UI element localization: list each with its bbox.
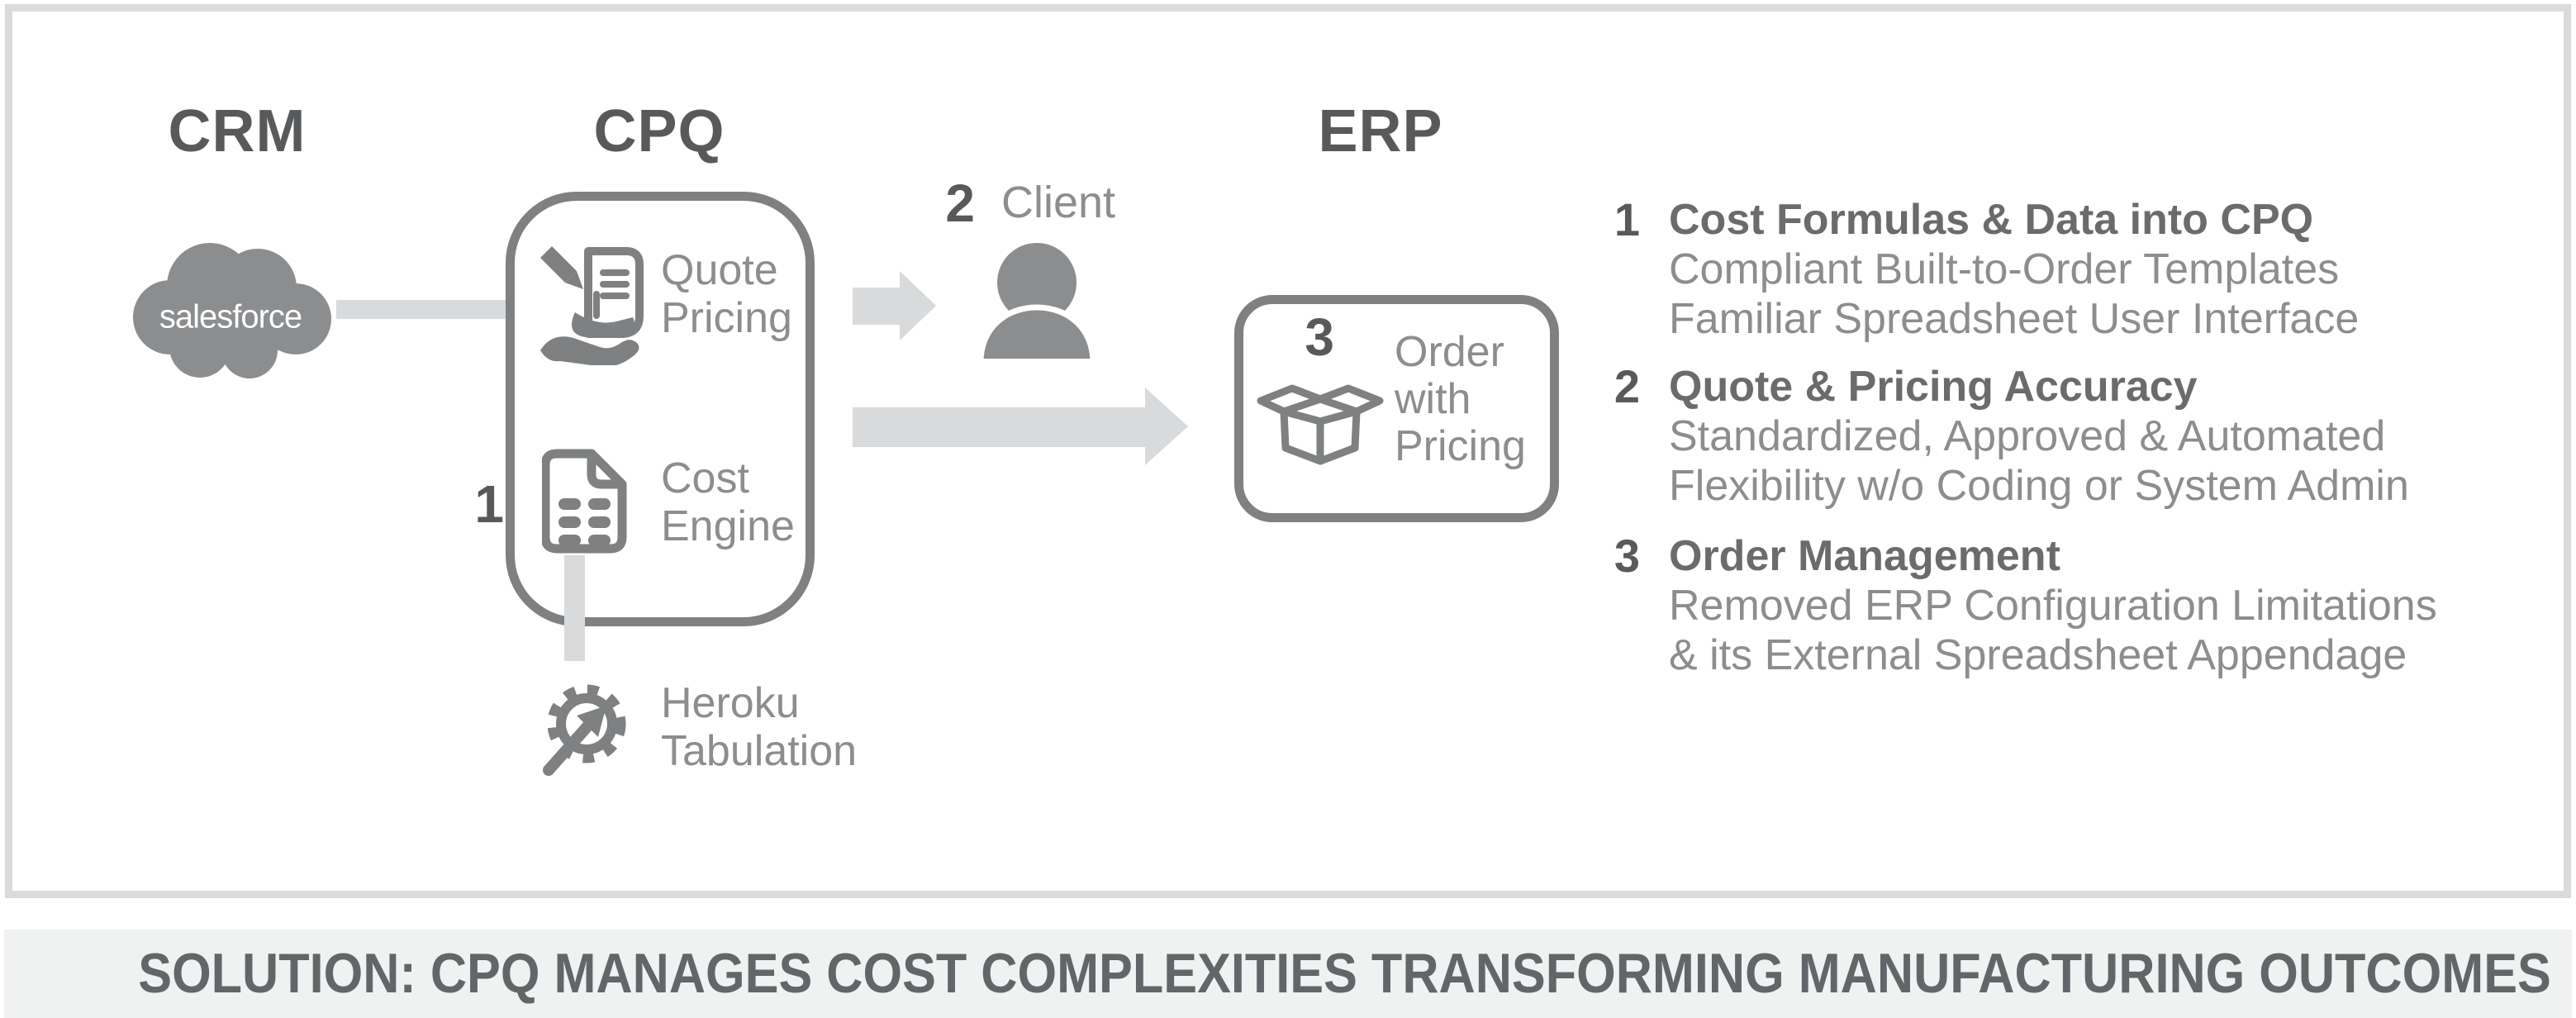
cost-engine-icon bbox=[542, 449, 627, 554]
crm-heading: CRM bbox=[168, 98, 307, 164]
benefit-3-line1: Removed ERP Configuration Limitations bbox=[1669, 582, 2437, 630]
cpq-to-client-arrow bbox=[853, 288, 900, 325]
benefit-1-line1: Compliant Built-to-Order Templates bbox=[1669, 245, 2340, 293]
salesforce-logo-text: salesforce bbox=[159, 299, 302, 335]
client-label: Client bbox=[1001, 178, 1116, 227]
order-line2: with bbox=[1395, 375, 1471, 423]
benefit-3-title: Order Management bbox=[1669, 532, 2060, 580]
solution-banner-text: SOLUTION: CPQ MANAGES COST COMPLEXITIES … bbox=[138, 942, 2551, 1005]
benefit-2-number: 2 bbox=[1614, 360, 1640, 412]
order-line3: Pricing bbox=[1395, 422, 1526, 470]
order-line1: Order bbox=[1395, 328, 1504, 376]
benefit-2-line1: Standardized, Approved & Automated bbox=[1669, 412, 2386, 460]
benefit-2-title: Quote & Pricing Accuracy bbox=[1669, 363, 2198, 411]
heroku-tabulation-icon bbox=[543, 684, 626, 776]
client-person-icon bbox=[976, 243, 1098, 362]
benefit-2-line2: Flexibility w/o Coding or System Admin bbox=[1669, 462, 2409, 510]
benefit-2: Quote & Pricing Accuracy Standardized, A… bbox=[1669, 362, 2409, 511]
solution-banner: SOLUTION: CPQ MANAGES COST COMPLEXITIES … bbox=[4, 930, 2572, 1018]
benefit-1-number: 1 bbox=[1614, 193, 1640, 245]
benefit-3: Order Management Removed ERP Configurati… bbox=[1669, 531, 2437, 680]
crm-to-cpq-connector bbox=[336, 300, 508, 319]
cost-engine-line2: Engine bbox=[661, 502, 795, 550]
erp-heading: ERP bbox=[1318, 98, 1443, 164]
cpq-heading: CPQ bbox=[593, 98, 725, 164]
order-box-icon bbox=[1257, 384, 1384, 465]
benefit-1-title: Cost Formulas & Data into CPQ bbox=[1669, 196, 2314, 244]
cpq-to-erp-arrowhead bbox=[1145, 388, 1188, 465]
step-3-number: 3 bbox=[1305, 307, 1334, 367]
benefit-1: Cost Formulas & Data into CPQ Compliant … bbox=[1669, 195, 2359, 344]
benefit-3-line2: & its External Spreadsheet Appendage bbox=[1669, 631, 2407, 679]
quote-pricing-line2: Pricing bbox=[661, 294, 792, 342]
step-2-number: 2 bbox=[945, 174, 975, 233]
benefit-3-number: 3 bbox=[1614, 530, 1640, 582]
cpq-to-heroku-connector bbox=[564, 555, 585, 661]
cpq-to-erp-arrow bbox=[853, 407, 1145, 447]
step-1-number: 1 bbox=[474, 474, 504, 534]
quote-pricing-line1: Quote bbox=[661, 246, 778, 294]
cost-engine-line1: Cost bbox=[661, 454, 749, 502]
salesforce-cloud-icon: salesforce bbox=[133, 243, 331, 378]
heroku-line1: Heroku bbox=[661, 679, 800, 727]
heroku-line2: Tabulation bbox=[661, 727, 858, 775]
quote-pricing-icon bbox=[540, 246, 644, 365]
cpq-to-client-arrowhead bbox=[900, 271, 936, 340]
benefit-1-line2: Familiar Spreadsheet User Interface bbox=[1669, 295, 2360, 343]
